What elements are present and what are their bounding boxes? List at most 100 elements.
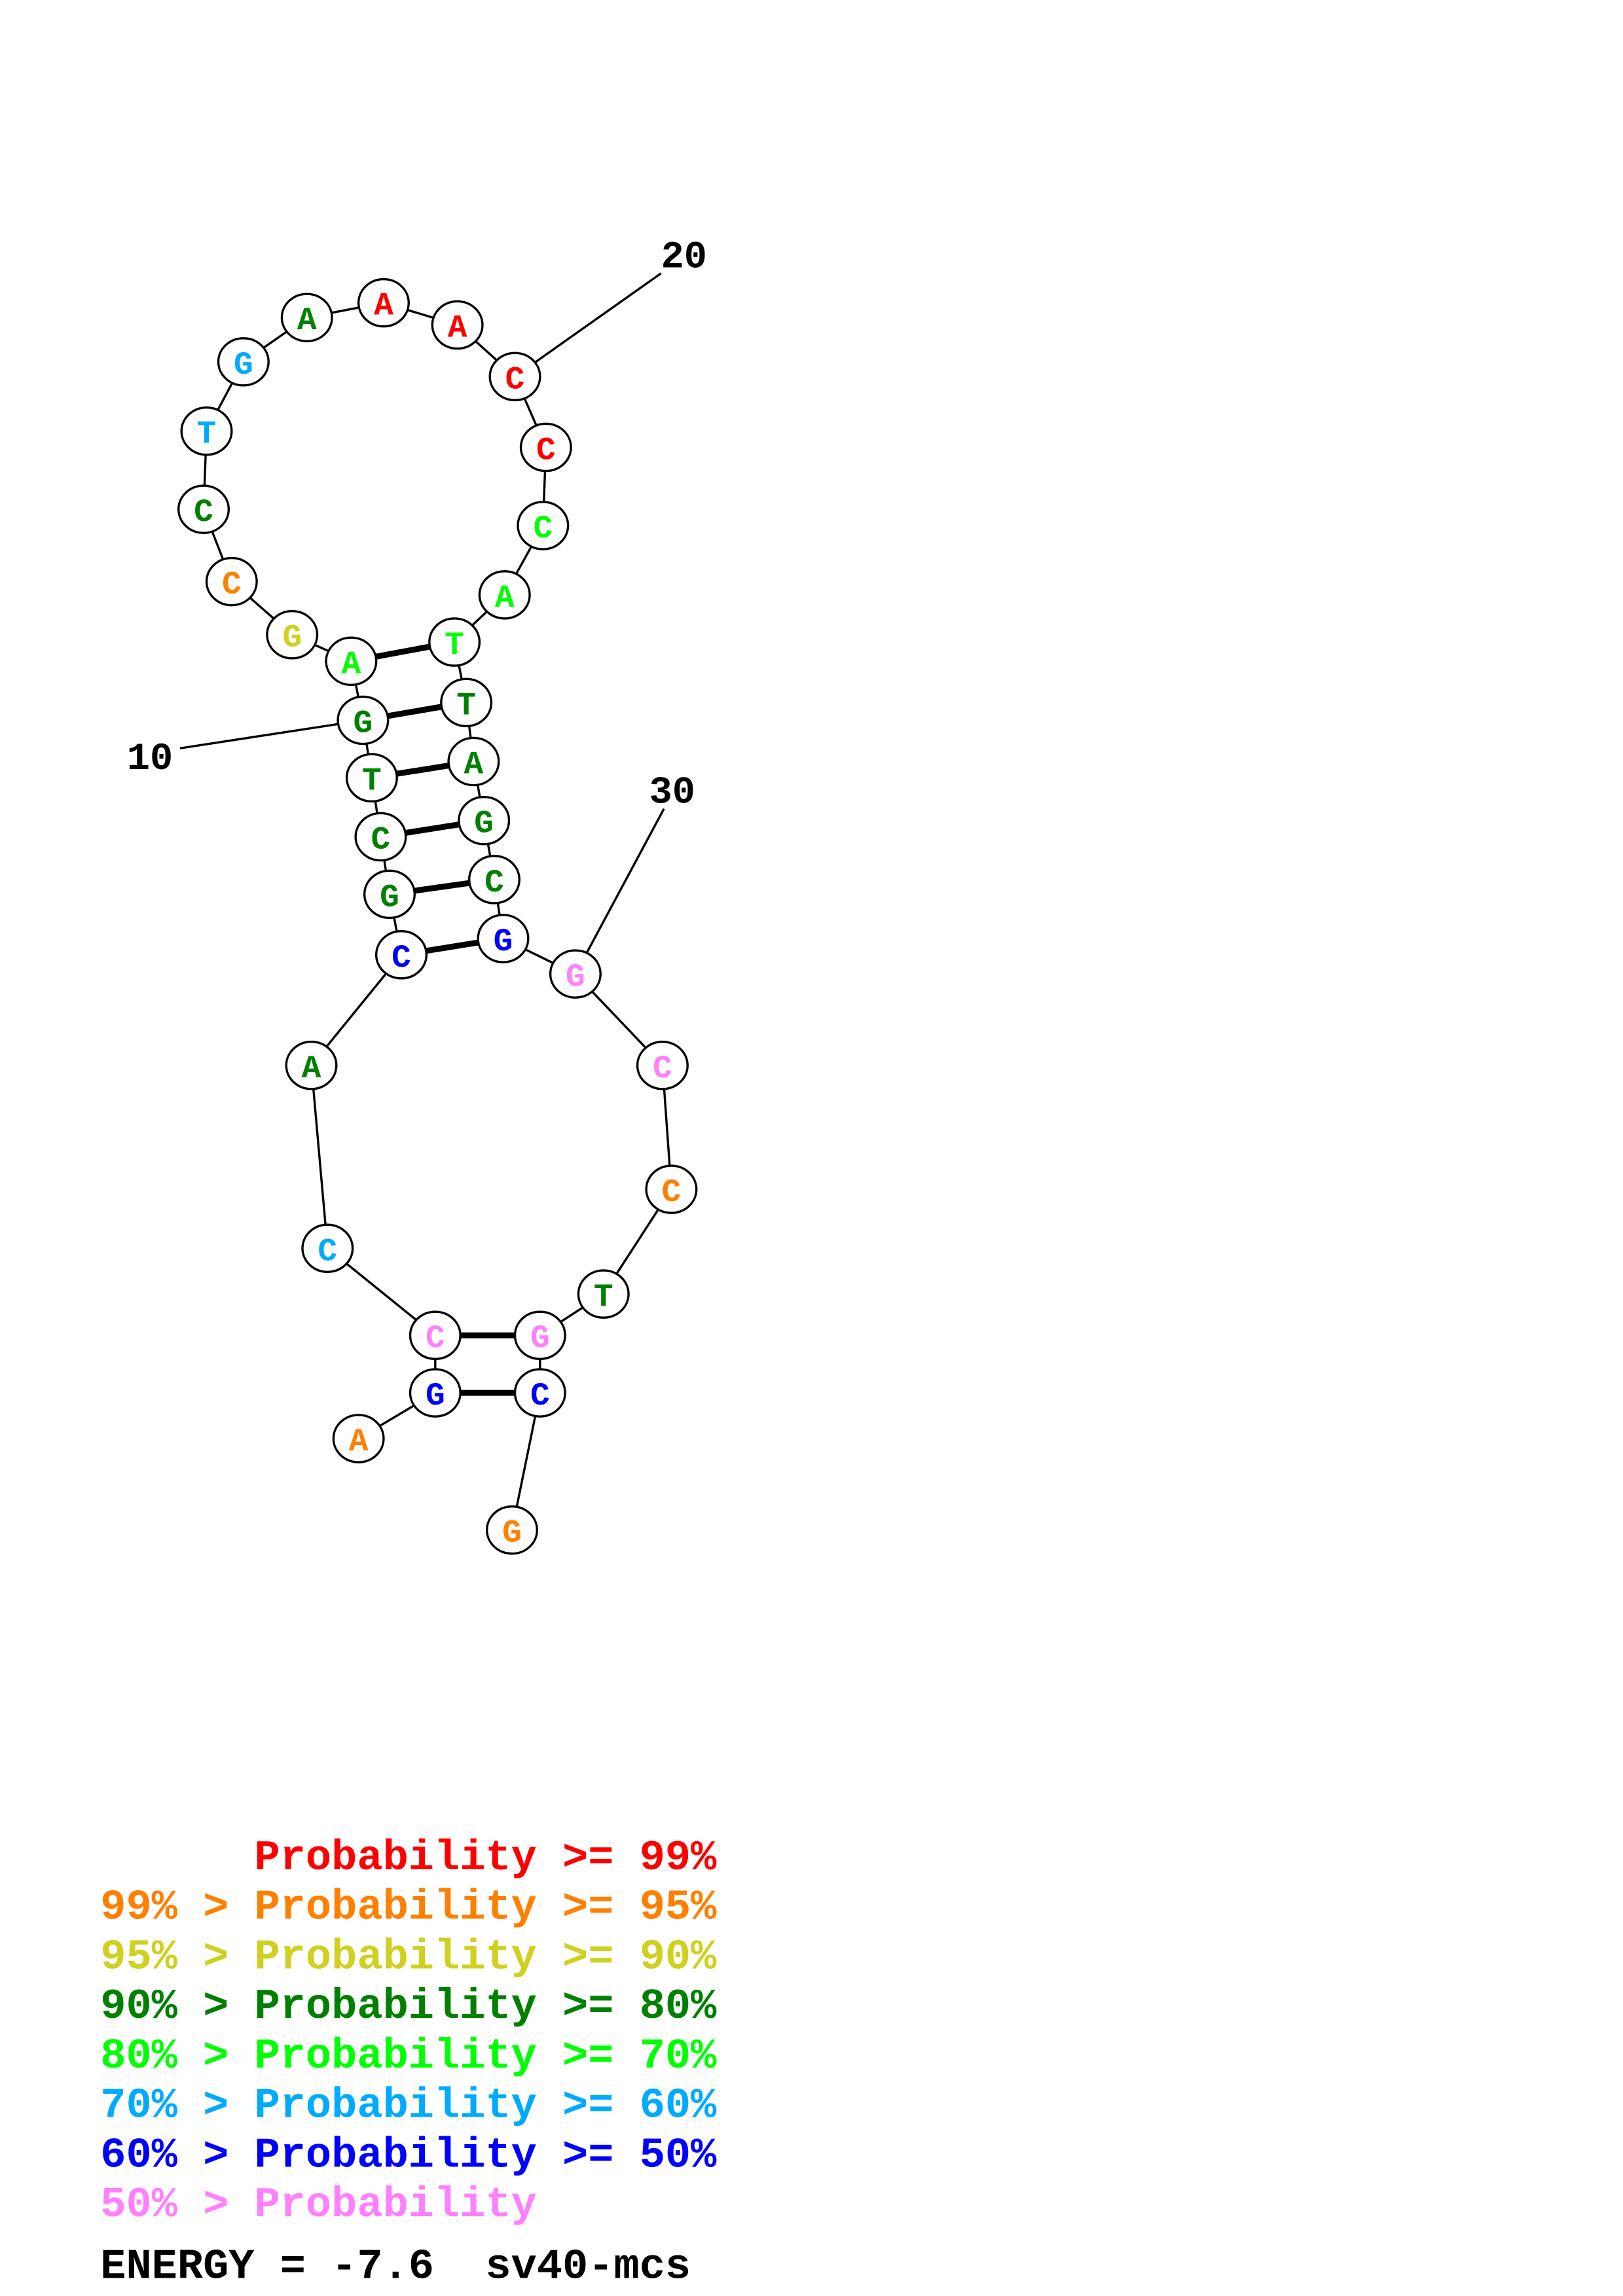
- nucleotide-circle: [266, 609, 319, 660]
- nucleotide-letter: G: [502, 1515, 522, 1552]
- nucleotide: G: [549, 949, 602, 999]
- nucleotide-letter: A: [448, 310, 467, 347]
- nucleotide-letter: A: [302, 1050, 321, 1087]
- probability-legend: Probability >= 99%99% > Probability >= 9…: [100, 1834, 717, 2229]
- legend-line: 80% > Probability >= 70%: [100, 2032, 717, 2081]
- nucleotide: C: [488, 351, 541, 402]
- nucleotide: G: [266, 609, 319, 660]
- nucleotide-letter: T: [197, 416, 217, 453]
- nucleotide: C: [354, 812, 407, 862]
- position-label-10: 10: [127, 737, 173, 781]
- nucleotide-circle: [577, 1269, 630, 1319]
- nucleotide: A: [447, 736, 500, 787]
- nucleotide-letter: A: [495, 580, 515, 617]
- energy-footer: ENERGY = -7.6 sv40-mcs: [100, 2242, 691, 2291]
- nucleotide-letter: A: [464, 747, 484, 783]
- legend-line: Probability >= 99%: [100, 1834, 717, 1882]
- nucleotide: C: [467, 855, 520, 905]
- nucleotide: G: [337, 695, 390, 745]
- nucleotide-letter: G: [494, 924, 513, 960]
- nucleotide-letter: C: [392, 940, 411, 977]
- nucleotide: C: [409, 1310, 462, 1360]
- nucleotide: T: [440, 677, 493, 728]
- nucleotide-letter: T: [594, 1279, 613, 1316]
- nucleotide-circle: [431, 300, 484, 350]
- nucleotide-circle: [477, 914, 530, 963]
- nucleotide: G: [486, 1505, 539, 1555]
- nucleotide: G: [409, 1368, 462, 1418]
- legend-line: 95% > Probability >= 90%: [100, 1933, 717, 1981]
- nucleotide: C: [177, 484, 230, 534]
- nucleotide-circle: [205, 556, 258, 607]
- legend-line: 99% > Probability >= 95%: [100, 1884, 717, 1932]
- nucleotide-circle: [217, 337, 270, 387]
- nucleotide-letter: C: [426, 1320, 445, 1357]
- nucleotide: A: [325, 636, 378, 687]
- nucleotide-letter: C: [653, 1050, 672, 1087]
- nucleotide: C: [301, 1223, 354, 1273]
- nucleotide: T: [345, 753, 398, 803]
- position-label-30: 30: [649, 771, 695, 815]
- nucleotide: C: [374, 930, 428, 980]
- nucleotide-circle: [337, 695, 390, 745]
- nucleotide: C: [636, 1041, 689, 1090]
- nucleotide-letter: C: [371, 822, 391, 859]
- nucleotide-circle: [409, 1368, 462, 1418]
- nucleotide-circle: [280, 293, 333, 342]
- nucleotide-circle: [645, 1164, 698, 1214]
- nucleotide-letter: G: [282, 620, 302, 656]
- nucleotide-letter: C: [484, 865, 504, 901]
- nucleotide-letter: C: [222, 567, 242, 603]
- nucleotide: A: [280, 293, 333, 342]
- nucleotide: A: [431, 300, 484, 350]
- nucleotide-letter: C: [530, 1378, 550, 1414]
- nucleotide-letter: G: [566, 959, 585, 996]
- nucleotide-circle: [440, 677, 493, 728]
- position-label-lines: [179, 272, 665, 975]
- nucleotide-circle: [285, 1041, 338, 1090]
- nucleotide: C: [517, 501, 570, 550]
- nucleotide-letter: T: [445, 627, 464, 664]
- nucleotide-letter: A: [374, 288, 393, 325]
- nucleotide-letter: C: [662, 1174, 682, 1211]
- nucleotide: A: [285, 1041, 338, 1090]
- nucleotide-circle: [409, 1310, 462, 1360]
- nucleotide-circle: [357, 278, 410, 328]
- nucleotide: A: [478, 570, 531, 620]
- position-tick-30: [574, 808, 665, 975]
- nucleotide-letter: G: [530, 1320, 550, 1357]
- nucleotide: G: [477, 914, 530, 963]
- nucleotide: G: [363, 869, 416, 920]
- nucleotide-circle: [325, 636, 378, 687]
- nucleotide-letter: G: [234, 347, 253, 384]
- nucleotide-circle: [549, 949, 602, 999]
- nucleotide-circle: [458, 795, 511, 846]
- nucleotide-letter: A: [349, 1424, 369, 1460]
- nucleotide-circle: [513, 1310, 566, 1360]
- nucleotide-circle: [488, 351, 541, 402]
- nucleotide-circle: [467, 855, 520, 905]
- nucleotide-circle: [513, 1368, 566, 1418]
- position-tick-10: [179, 719, 363, 749]
- nucleotide-circle: [517, 501, 570, 550]
- nucleotide-circle: [301, 1223, 354, 1273]
- nucleotide-letter: C: [533, 511, 553, 547]
- nucleotide-circle: [332, 1414, 385, 1463]
- nucleotide: C: [645, 1164, 698, 1214]
- nucleotide: T: [577, 1269, 630, 1319]
- nucleotide-circle: [428, 617, 481, 667]
- nucleotide: T: [428, 617, 481, 667]
- nucleotide: G: [217, 337, 270, 387]
- nucleotide: A: [332, 1414, 385, 1463]
- nucleotide: T: [180, 406, 233, 456]
- nucleotide-circle: [486, 1505, 539, 1555]
- nucleotide-circle: [478, 570, 531, 620]
- position-label-20: 20: [661, 236, 707, 279]
- legend-line: 50% > Probability: [100, 2181, 537, 2229]
- backbone-segment: [310, 1065, 329, 1249]
- nucleotide-circle: [636, 1041, 689, 1090]
- nucleotide: G: [513, 1310, 566, 1360]
- nucleotide: G: [458, 795, 511, 846]
- nucleotide-letter: G: [354, 705, 373, 742]
